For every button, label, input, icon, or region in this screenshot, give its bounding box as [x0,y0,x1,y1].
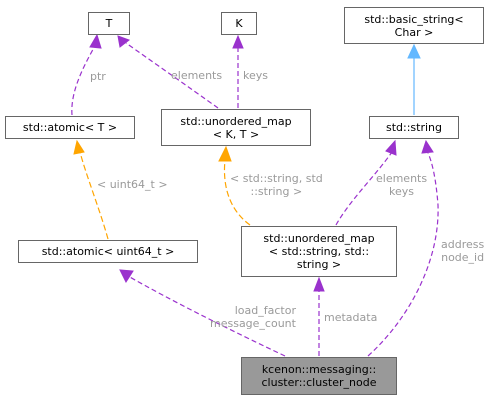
edge-map-kt-to-k-arrowhead [232,34,244,49]
node-std-string-label: std::string [385,121,442,134]
node-unordered-map-string-line-3: string > [296,258,342,271]
edge-map-string-to-string-arrowhead [385,139,397,156]
edge-label-uint64: < uint64_t > [97,178,168,191]
node-unordered-map-kt-line-1: std::unordered_map [180,114,292,128]
edge-label-keys-text: keys [243,69,268,82]
edge-label-address-line-2: node_id [441,251,485,264]
node-unordered-map-kt-line-2: < K, T > [212,127,260,141]
edge-cluster-to-string-arrowhead [421,139,434,154]
edge-label-metadata-text: metadata [324,311,378,324]
edge-map-kt-to-t [117,35,219,109]
edge-map-string-to-string-line [335,151,393,226]
edge-map-string-to-map-kt [218,145,251,226]
node-atomic-uint64-label: std::atomic< uint64_t > [41,245,175,258]
edge-label-uint64-text: < uint64_t > [97,178,168,191]
node-atomic-uint64[interactable]: std::atomic< uint64_t > [18,240,198,263]
node-basic-string[interactable]: std::basic_string< Char > [344,7,484,44]
node-atomic-t[interactable]: std::atomic< T > [5,116,135,139]
edge-string-to-basic-arrowhead [407,43,421,59]
edge-atomic-uint64-to-atomic-t [73,139,109,240]
edge-label-metadata: metadata [324,311,377,324]
edge-label-load-factor: load_factor message_count [210,304,296,330]
node-unordered-map-string[interactable]: std::unordered_map < std::string, std:: … [241,226,397,277]
edge-atomic-t-to-t-arrowhead [89,33,102,49]
node-unordered-map-kt[interactable]: std::unordered_map < K, T > [161,109,311,146]
edge-label-address-line-1: address [441,238,485,251]
edge-label-elements-keys-line-2: keys [389,185,415,198]
edge-label-elements-keys-line-1: elements [376,172,428,185]
node-basic-string-line-2: Char > [394,25,434,39]
node-k-label: K [235,17,243,30]
edge-label-string-string-line-2: ::string > [250,185,303,198]
node-unordered-map-string-line-1: std::unordered_map [263,232,375,245]
edge-atomic-t-to-t [71,33,102,116]
edge-string-to-basic [407,43,421,115]
edge-cluster-to-string-line [367,152,439,357]
edge-map-kt-to-t-arrowhead [117,35,131,48]
edge-map-kt-to-t-line [125,42,219,109]
edge-atomic-uint64-to-atomic-t-arrowhead [73,139,85,155]
edge-map-string-to-map-kt-arrowhead [218,145,232,162]
node-t-label: T [105,17,113,30]
node-atomic-t-label: std::atomic< T > [22,121,118,134]
edge-map-string-to-map-kt-line [223,159,251,226]
edge-label-string-string: < std::string, std ::string > [230,172,323,198]
node-std-string[interactable]: std::string [369,116,459,139]
node-basic-string-line-1: std::basic_string< [364,12,464,26]
edge-cluster-to-map-string-arrowhead [313,276,325,292]
node-t[interactable]: T [88,12,130,35]
edge-cluster-to-string [367,139,439,357]
edge-label-load-factor-line-1: load_factor [234,304,296,317]
edge-cluster-to-atomic-uint64 [119,269,286,357]
edge-label-address-node-id: address node_id [441,238,484,264]
edge-cluster-to-map-string [313,276,325,356]
edge-map-string-to-string [335,139,397,226]
edge-cluster-to-atomic-uint64-line [127,275,286,357]
node-cluster-node-line-1: kcenon::messaging:: [261,363,377,376]
node-unordered-map-string-line-2: < std::string, std:: [268,245,370,258]
edge-label-keys: keys [243,69,268,82]
edge-cluster-to-atomic-uint64-arrowhead [119,269,134,284]
edge-label-elements-keys: elements keys [376,172,427,198]
node-cluster-node-line-2: cluster::cluster_node [261,376,377,389]
edge-label-load-factor-line-2: message_count [210,317,296,330]
edge-label-elements: elements [171,69,222,82]
edge-label-ptr-text: ptr [90,70,106,83]
node-k[interactable]: K [221,12,257,35]
edge-atomic-uint64-to-atomic-t-line [79,151,109,240]
edge-label-ptr: ptr [90,70,106,83]
edge-map-kt-to-k [232,34,244,108]
edge-label-elements-text: elements [171,69,223,82]
node-cluster-node[interactable]: kcenon::messaging:: cluster::cluster_nod… [241,357,397,395]
edge-label-string-string-line-1: < std::string, std [230,172,323,185]
